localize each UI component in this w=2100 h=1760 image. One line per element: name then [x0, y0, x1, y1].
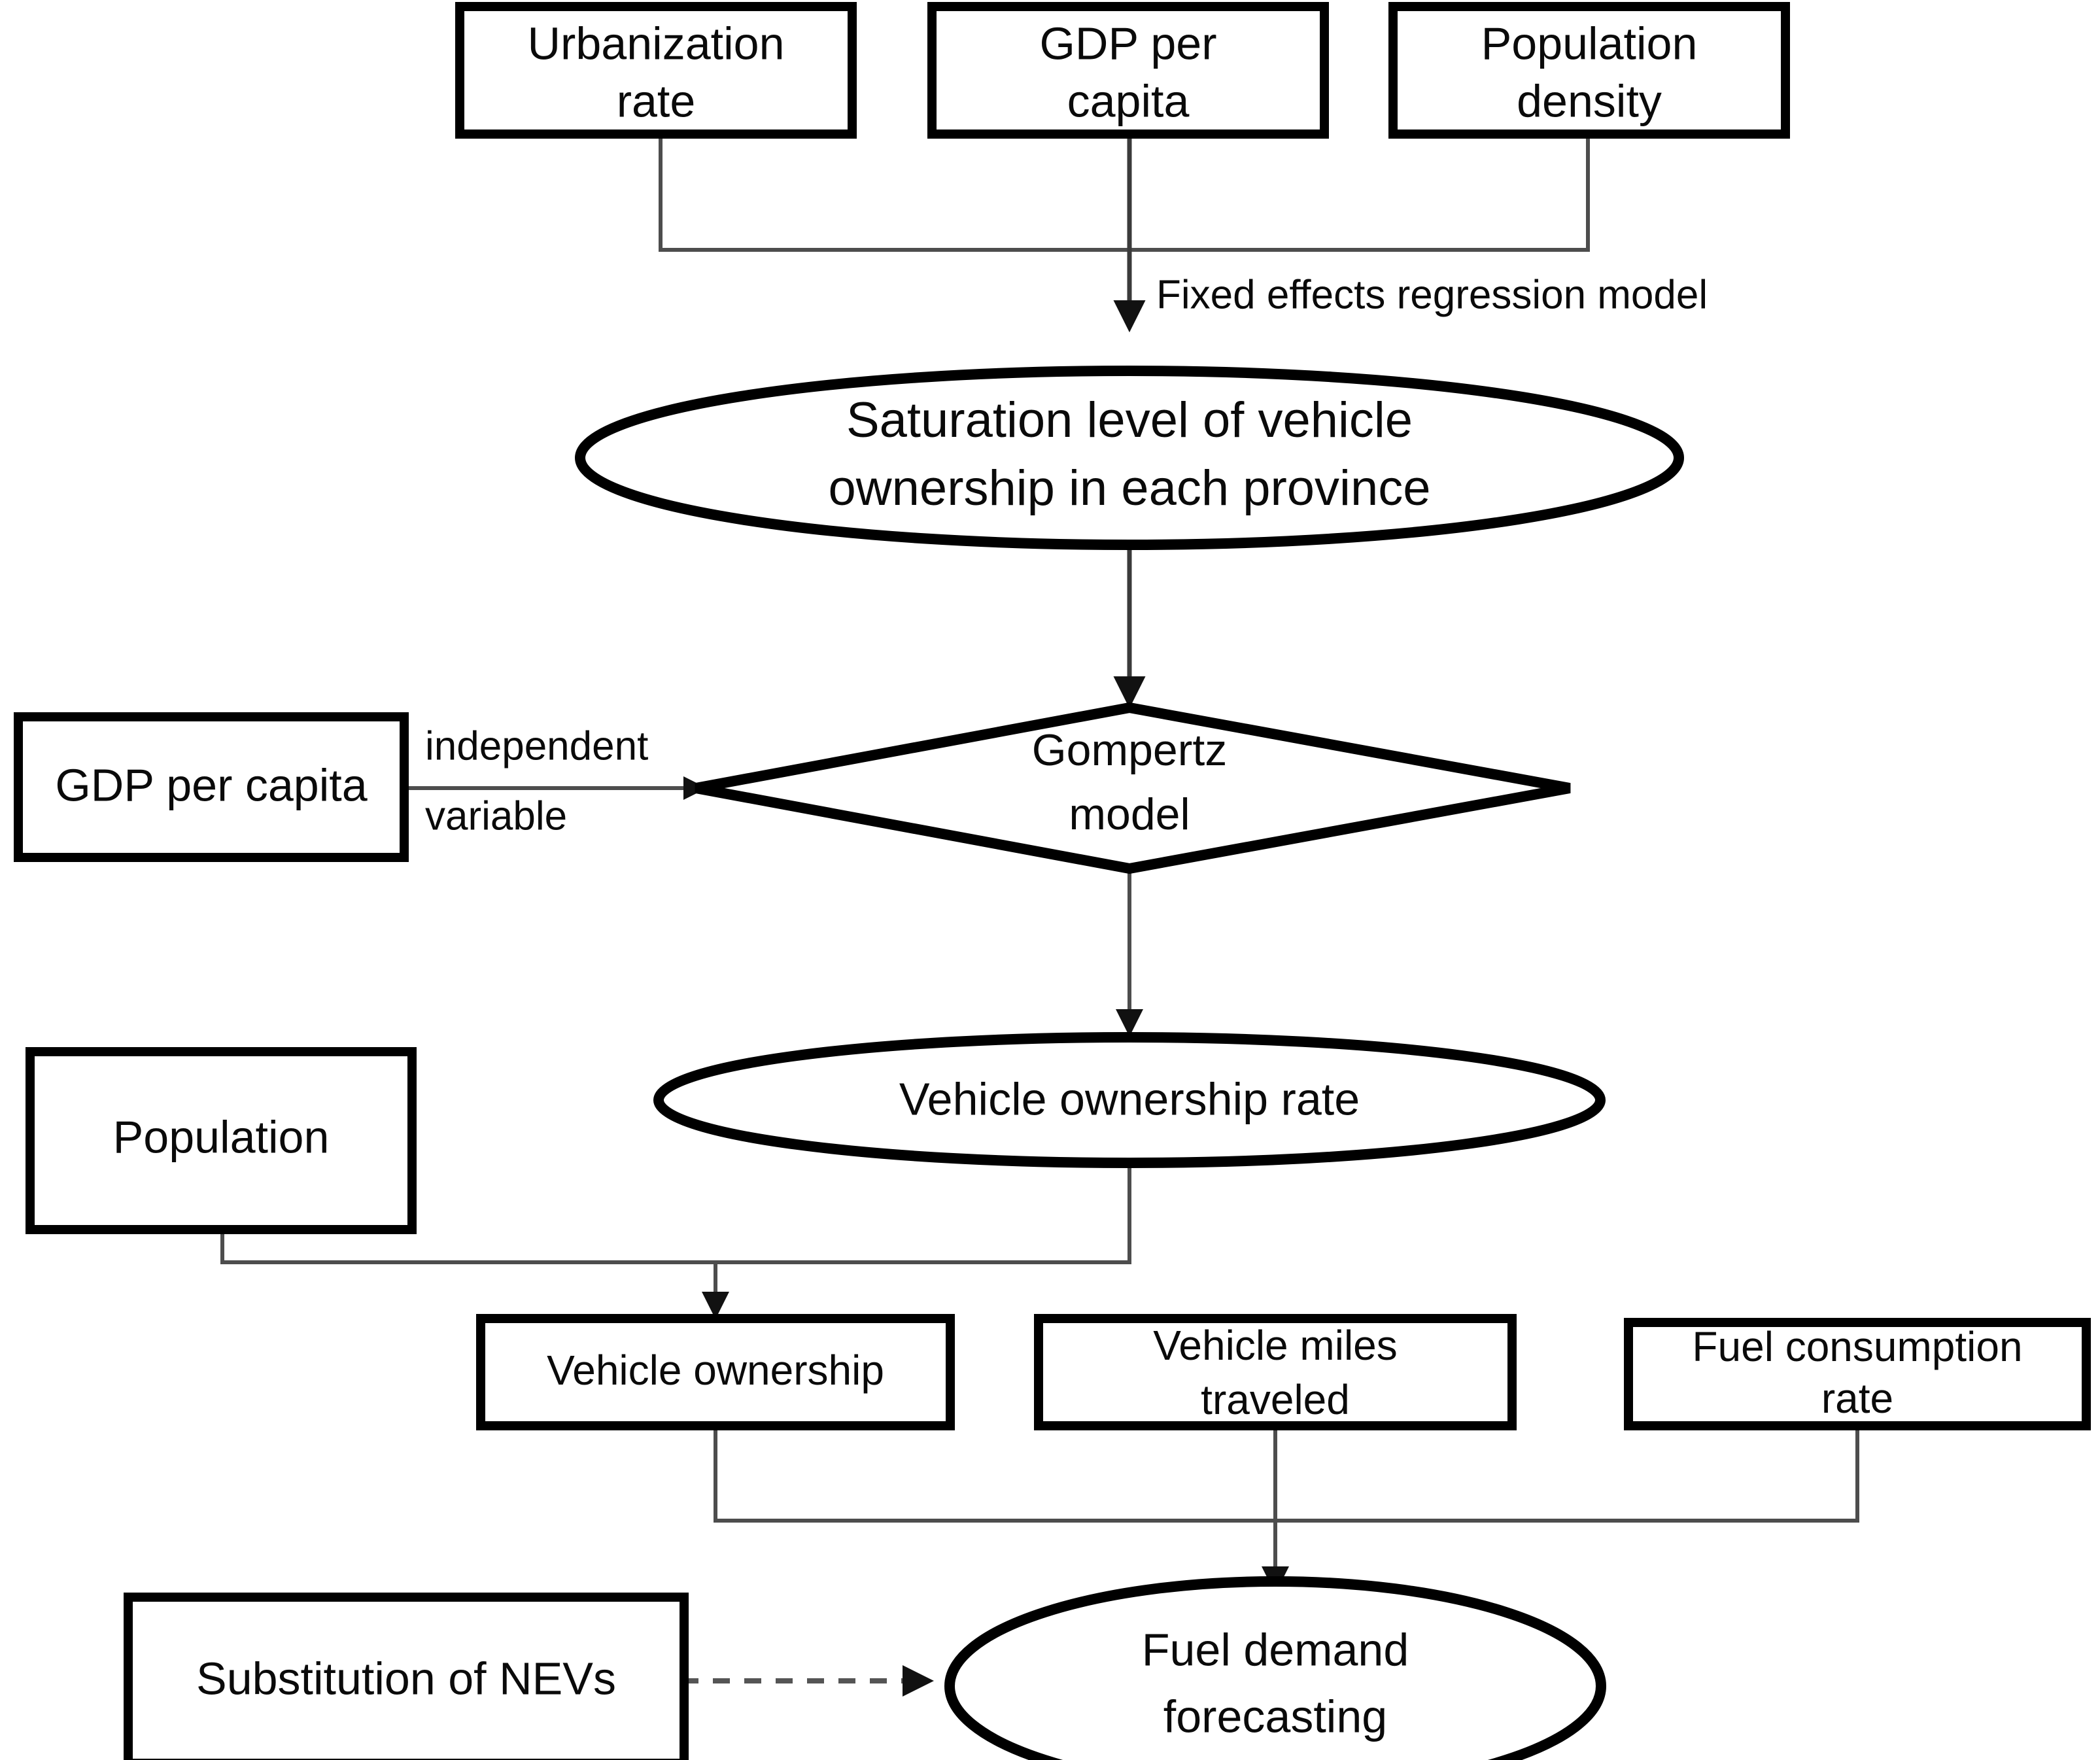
- saturation-level-label-line1: Saturation level of vehicle: [846, 392, 1413, 448]
- population-density-box[interactable]: [1388, 2, 1790, 139]
- node-substitution-of-nevs[interactable]: Substitution of NEVs: [124, 1593, 689, 1760]
- edge-urbanization-to-trunk: [659, 137, 1129, 252]
- node-fuel-consumption-rate[interactable]: Fuel consumption rate: [1624, 1318, 2091, 1430]
- fuel-demand-forecasting-label-line1: Fuel demand: [1142, 1624, 1409, 1675]
- edge-label-independent: independent: [425, 723, 648, 768]
- fuel-consumption-rate-label-line2: rate: [1821, 1375, 1893, 1422]
- node-saturation-level[interactable]: Saturation level of vehicle ownership in…: [575, 366, 1684, 550]
- node-vehicle-ownership[interactable]: Vehicle ownership: [476, 1314, 955, 1430]
- node-gdp-per-capita-left[interactable]: GDP per capita: [14, 712, 409, 862]
- fuel-demand-forecasting-label-line2: forecasting: [1163, 1691, 1387, 1742]
- substitution-of-nevs-label: Substitution of NEVs: [196, 1653, 616, 1704]
- fuel-demand-forecasting-ellipse[interactable]: [944, 1576, 1606, 1760]
- gompertz-model-label-line1: Gompertz: [1032, 725, 1228, 775]
- node-population[interactable]: Population: [26, 1047, 417, 1234]
- node-fuel-demand-forecasting[interactable]: Fuel demand forecasting: [944, 1576, 1606, 1760]
- edge-ownershiprate-to-merge: [715, 1163, 1131, 1264]
- vehicle-miles-traveled-label-line1: Vehicle miles: [1153, 1322, 1398, 1369]
- node-gdp-per-capita-top[interactable]: GDP per capita: [927, 2, 1329, 139]
- edge-population-to-merge: [220, 1230, 715, 1264]
- gompertz-model-label-line2: model: [1069, 789, 1190, 839]
- urbanization-rate-box[interactable]: [455, 2, 857, 139]
- edge-label-fixed-effects: Fixed effects regression model: [1156, 272, 1708, 317]
- fuel-consumption-rate-box[interactable]: [1624, 1318, 2091, 1430]
- urbanization-rate-label-line2: rate: [617, 75, 696, 126]
- population-density-label-line2: density: [1517, 75, 1662, 126]
- edge-fuelrate-to-bus: [1275, 1426, 1859, 1523]
- gompertz-model-diamond[interactable]: [695, 702, 1571, 874]
- vehicle-ownership-box[interactable]: [476, 1314, 955, 1430]
- node-vehicle-ownership-rate[interactable]: Vehicle ownership rate: [653, 1032, 1606, 1168]
- gdp-per-capita-top-label-line1: GDP per: [1039, 18, 1216, 69]
- vehicle-ownership-rate-label: Vehicle ownership rate: [899, 1073, 1360, 1124]
- edge-label-variable: variable: [425, 793, 567, 838]
- population-box[interactable]: [26, 1047, 417, 1234]
- edge-popdensity-to-trunk: [1129, 137, 1590, 252]
- substitution-of-nevs-box[interactable]: [124, 1593, 689, 1760]
- saturation-level-ellipse[interactable]: [575, 366, 1684, 550]
- gdp-per-capita-top-label-line2: capita: [1067, 75, 1190, 126]
- node-gompertz-model[interactable]: Gompertz model: [695, 702, 1571, 874]
- urbanization-rate-label-line1: Urbanization: [528, 18, 785, 69]
- gdp-per-capita-left-box[interactable]: [14, 712, 409, 862]
- vehicle-miles-traveled-box[interactable]: [1034, 1314, 1517, 1430]
- vehicle-miles-traveled-label-line2: traveled: [1201, 1376, 1350, 1423]
- vehicle-ownership-rate-ellipse[interactable]: [653, 1032, 1606, 1168]
- gdp-per-capita-left-label: GDP per capita: [55, 759, 367, 810]
- saturation-level-label-line2: ownership in each province: [829, 460, 1431, 516]
- population-label: Population: [113, 1111, 330, 1162]
- fuel-consumption-rate-label-line1: Fuel consumption: [1692, 1323, 2022, 1370]
- node-population-density[interactable]: Population density: [1388, 2, 1790, 139]
- node-vehicle-miles-traveled[interactable]: Vehicle miles traveled: [1034, 1314, 1517, 1430]
- gdp-per-capita-top-box[interactable]: [927, 2, 1329, 139]
- edge-vehicleownership-to-bus: [714, 1426, 1275, 1523]
- population-density-label-line1: Population: [1481, 18, 1698, 69]
- vehicle-ownership-label: Vehicle ownership: [547, 1347, 884, 1394]
- node-urbanization-rate[interactable]: Urbanization rate: [455, 2, 857, 139]
